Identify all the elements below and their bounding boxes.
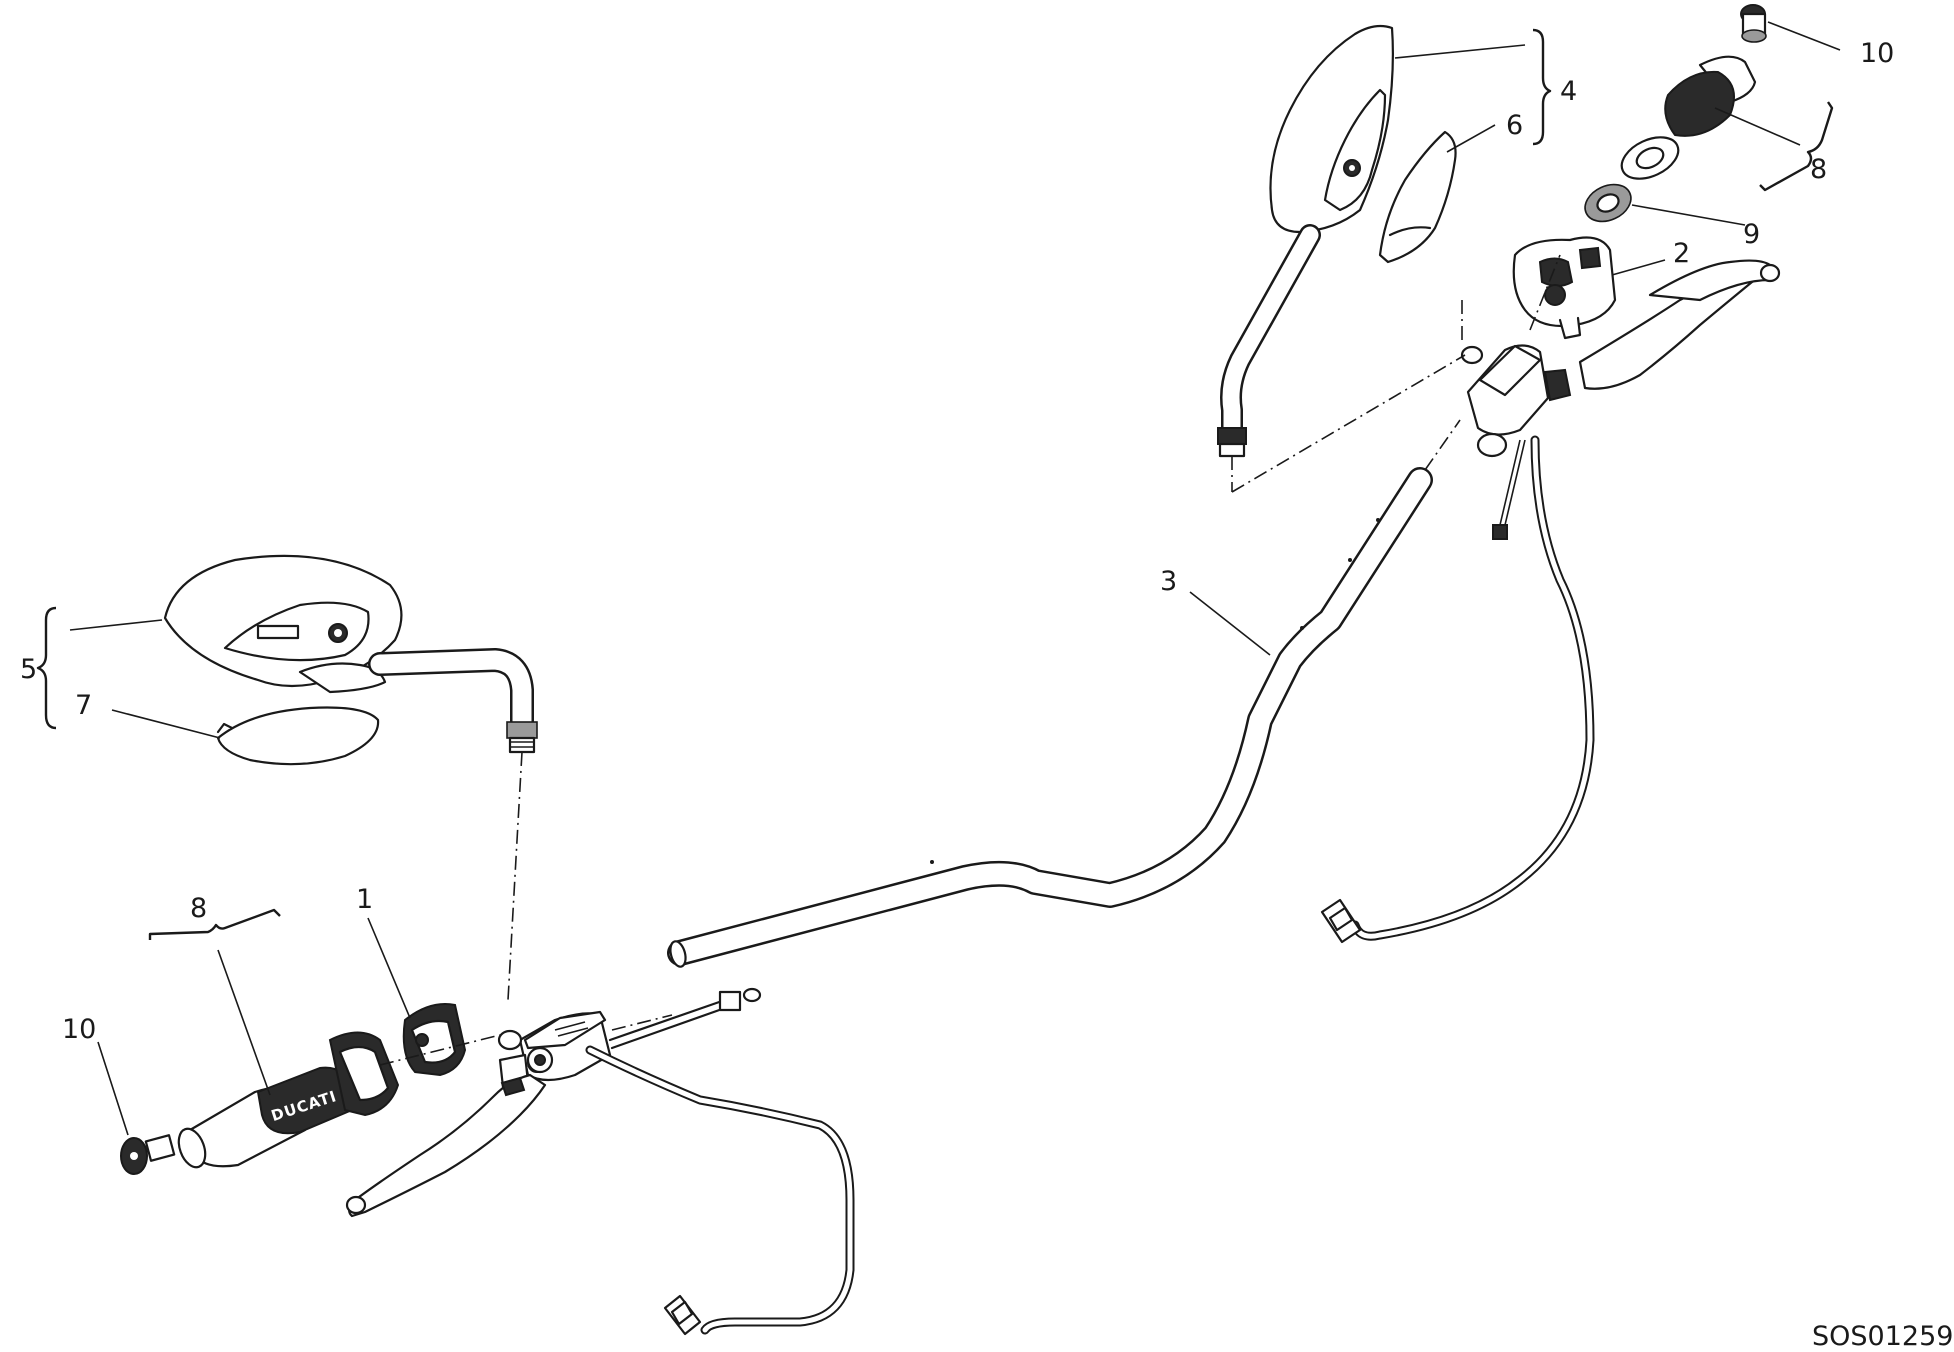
callout-labels: 5 7 4 6 10 8 9 2 3 1 8 10 [20, 38, 1894, 1045]
right-bar-end-weight [1740, 4, 1767, 43]
right-grip [1620, 55, 1757, 180]
brace-part-8-right [1759, 101, 1834, 192]
callout-6: 6 [1506, 110, 1523, 141]
callout-10-left: 10 [62, 1014, 96, 1045]
handlebar-tube [667, 467, 1433, 968]
brace-part-4 [1532, 28, 1552, 146]
right-mirror [1217, 24, 1394, 458]
left-mirror-cover [216, 706, 380, 766]
callout-10-right: 10 [1860, 38, 1894, 69]
left-mirror [163, 554, 538, 754]
diagram-code: SOS01259 [1812, 1321, 1953, 1352]
left-bar-end-weight [120, 1134, 176, 1175]
right-brake-cable [1320, 435, 1595, 944]
throttle-ring [1584, 183, 1632, 223]
callout-1: 1 [356, 884, 373, 915]
left-grip: DUCATI [177, 1031, 400, 1169]
assembly-lines [379, 254, 1561, 1066]
left-switch-housing [402, 1003, 467, 1077]
leader-lines [69, 21, 1841, 1136]
callout-3: 3 [1160, 566, 1177, 597]
callout-9: 9 [1743, 219, 1760, 250]
left-clutch-cable [585, 1045, 855, 1336]
callout-8-left: 8 [190, 893, 207, 924]
callout-7: 7 [75, 690, 92, 721]
right-mirror-cover [1378, 130, 1457, 264]
left-master-cylinder [345, 987, 762, 1218]
right-switch-housing [1512, 236, 1617, 340]
brace-part-8-left [148, 908, 281, 940]
callout-4: 4 [1560, 76, 1577, 107]
brace-part-5 [36, 606, 57, 730]
callout-8-right: 8 [1810, 154, 1827, 185]
callout-2: 2 [1673, 238, 1690, 269]
right-master-cylinder [1460, 259, 1781, 458]
callout-5: 5 [20, 654, 37, 685]
